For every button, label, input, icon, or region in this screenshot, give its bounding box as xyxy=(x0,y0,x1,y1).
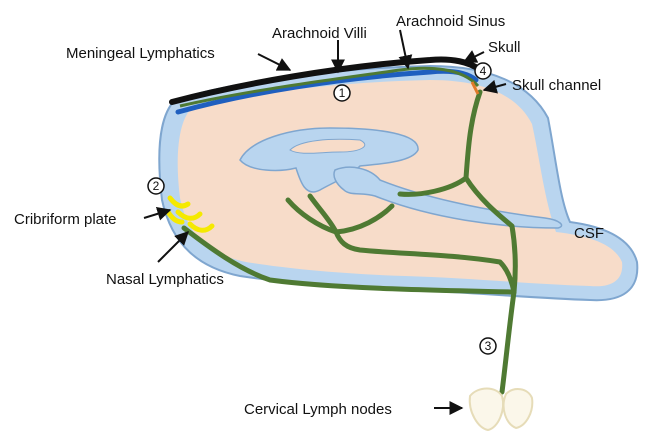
label-csf: CSF xyxy=(574,225,604,242)
marker-4: 4 xyxy=(475,63,491,79)
label-cervical-lymph-nodes: Cervical Lymph nodes xyxy=(244,401,392,418)
marker-3: 3 xyxy=(480,338,496,354)
marker-2-label: 2 xyxy=(153,179,160,193)
arrow-skull xyxy=(464,52,484,62)
label-nasal-lymphatics: Nasal Lymphatics xyxy=(106,271,224,288)
marker-3-label: 3 xyxy=(485,339,492,353)
marker-1: 1 xyxy=(334,85,350,101)
label-arachnoid-villi: Arachnoid Villi xyxy=(272,25,367,42)
label-arachnoid-sinus: Arachnoid Sinus xyxy=(396,13,505,30)
marker-1-label: 1 xyxy=(339,86,346,100)
marker-2: 2 xyxy=(148,178,164,194)
label-cribriform-plate: Cribriform plate xyxy=(14,211,117,228)
marker-4-label: 4 xyxy=(480,64,487,78)
label-skull-channel: Skull channel xyxy=(512,77,601,94)
label-skull: Skull xyxy=(488,39,521,56)
cervical-lymph-nodes xyxy=(470,389,533,431)
arrow-meningeal-lymphatics xyxy=(258,54,290,70)
label-meningeal-lymphatics: Meningeal Lymphatics xyxy=(66,45,215,62)
